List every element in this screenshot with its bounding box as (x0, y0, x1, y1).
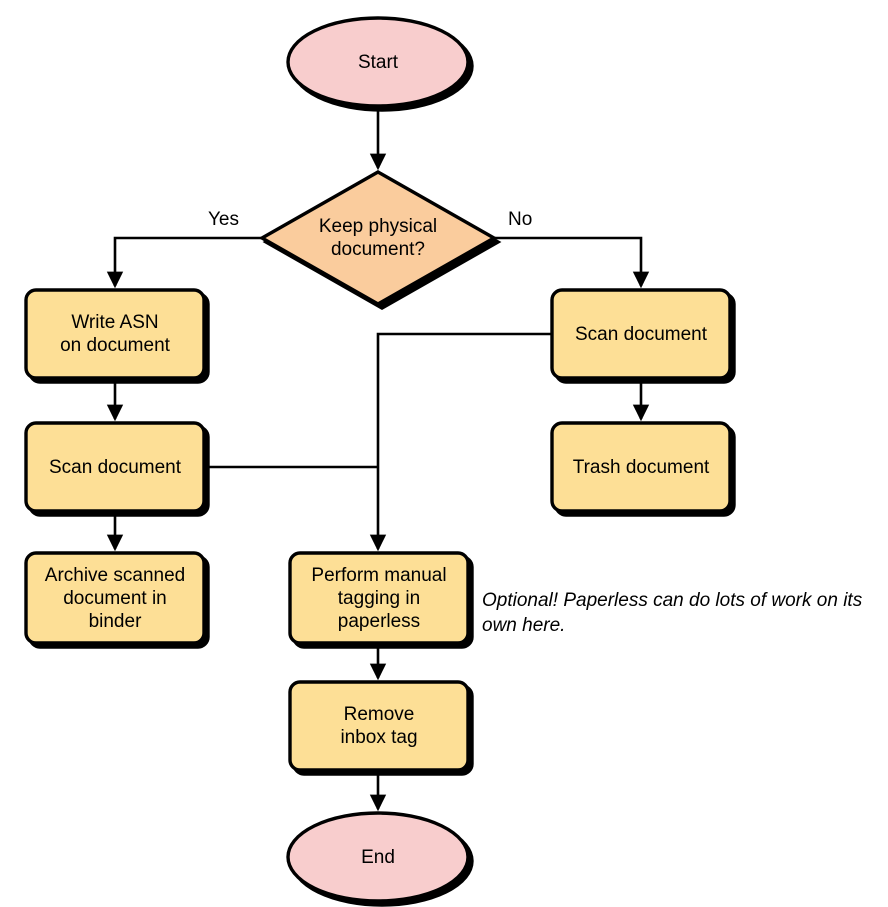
node-scan-document-left-shape[interactable] (24, 421, 206, 513)
edge-label-yes: Yes (208, 209, 239, 230)
node-scan-document-right-shape[interactable] (550, 288, 732, 380)
edge-scan-right-to-tagging (369, 332, 552, 552)
node-remove-inbox-tag-shape[interactable] (288, 680, 470, 772)
edge-decision-to-scan-right (494, 236, 650, 289)
node-archive-scanned-document-in-binder-shape[interactable] (24, 551, 206, 645)
node-trash-document-shape[interactable] (550, 421, 732, 513)
optional-note-text: Optional! Paperless can do lots of work … (482, 590, 863, 636)
node-keep-physical-document-shape[interactable] (258, 170, 498, 306)
node-write-asn-on-document-shape[interactable] (24, 288, 206, 380)
node-end-shape[interactable] (286, 811, 470, 903)
edge-label-no: No (508, 209, 533, 230)
node-perform-manual-tagging-in-paperless-shape[interactable] (288, 551, 470, 645)
node-start-shape[interactable] (286, 16, 470, 108)
edge-decision-to-write-asn (106, 236, 262, 289)
